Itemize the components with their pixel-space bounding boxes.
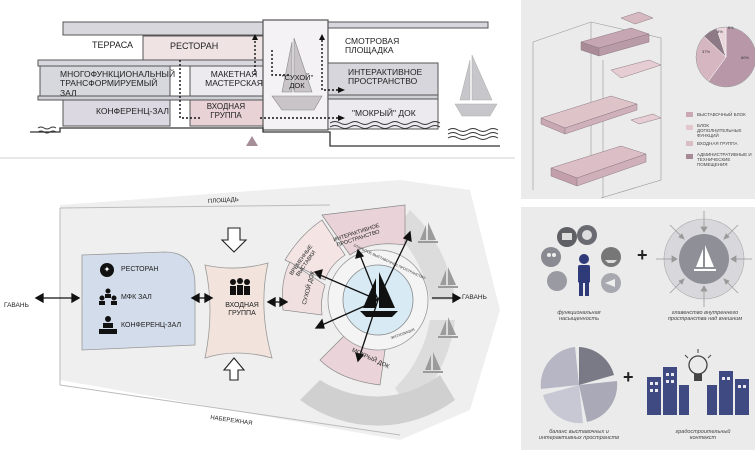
plan-drawing <box>34 180 500 440</box>
harbor-right-arrow <box>432 292 462 304</box>
concept-plus-2: + <box>623 367 634 387</box>
legend-label-1: ВЫСТАВОЧНЫЙ БЛОК <box>697 112 746 117</box>
roof-slab-right <box>327 21 489 29</box>
axon-slabs <box>540 11 662 187</box>
caption-main-space: главенство внутреннего пространства над … <box>667 310 743 323</box>
divider-left <box>0 157 515 159</box>
city-skyline-icon <box>647 349 749 415</box>
axon-panel: 60% 37% 8% 5% ВЫСТАВОЧНЫЙ БЛОК БЛОК ДОПО… <box>521 0 755 199</box>
sailboat-outside <box>454 54 498 117</box>
label-multi-hall: МНОГОФУНКЦИОНАЛЬНЫЙ ТРАНСФОРМИРУЕМЫЙ ЗАЛ <box>60 69 176 98</box>
person-icon <box>578 254 590 296</box>
caption-balance: баланс выставочных и интерактивных прост… <box>538 429 620 442</box>
plan-label-mfk-hall: МФК ЗАЛ <box>121 294 152 301</box>
legend-label-3: ВХОДНАЯ ГРУППА <box>697 141 738 146</box>
caption-urban: градостроительный контекст <box>675 429 731 442</box>
axon-drawing <box>532 11 662 199</box>
gray-sailboats <box>418 222 458 373</box>
plan-diagram: ✦ ПЛОЩАДЬ ГАВАНЬ ГАВАНЬ НАБЕРЕЖНАЯ РЕСТО… <box>0 160 515 450</box>
plan-label-entrance: ВХОДНАЯ ГРУППА <box>225 302 259 318</box>
radiating-arrows <box>313 230 412 363</box>
workshop-block <box>189 65 264 97</box>
label-model-workshop: МАКЕТНАЯ МАСТЕРСКАЯ <box>205 69 263 89</box>
entrance-ring-arrow <box>266 296 289 308</box>
interactive-block <box>327 62 439 96</box>
concept-panel: + функциональная насыщенность главенство… <box>521 207 755 450</box>
section-diagram: ТЕРРАСА РЕСТОРАН МНОГОФУНКЦИОНАЛЬНЫЙ ТРА… <box>0 0 515 150</box>
pie-label-8: 8% <box>717 29 723 34</box>
site-ground <box>60 180 500 440</box>
boat-icon <box>601 247 621 267</box>
roof-slab <box>62 21 264 36</box>
main-space-sailboat-icon <box>694 245 716 271</box>
sailboat-1-icon <box>418 222 438 243</box>
legend-swatch-3 <box>686 141 693 146</box>
label-terrace: ТЕРРАСА <box>92 40 134 50</box>
embankment-entry-arrow <box>222 357 246 381</box>
sailboat-3-icon <box>438 317 458 338</box>
label-conference-hall: КОНФЕРЕНЦ-ЗАЛ <box>96 106 169 116</box>
pie-label-37: 37% <box>702 49 711 54</box>
label-entrance-group: ВХОДНАЯ ГРУППА <box>206 102 246 120</box>
entrance-people-icon <box>228 278 252 296</box>
gray-arc-band <box>300 375 455 426</box>
ship-dry-dock <box>271 37 323 111</box>
plan-label-harbor-right: ГАВАНЬ <box>462 294 487 301</box>
block-entrance-arrow <box>190 292 214 304</box>
path-arrows <box>252 34 345 121</box>
dry-dock-segment <box>281 261 326 316</box>
central-sailboat-icon <box>360 272 398 317</box>
label-dry-dock: "СУХОЙ" ДОК <box>282 73 314 91</box>
legend-label-2: БЛОК ДОПОЛНИТЕЛЬНЫХ ФУНКЦИЙ <box>697 123 742 138</box>
outer-ring-seg-2 <box>395 320 455 410</box>
label-interactive-space: ИНТЕРАКТИВНОЕ ПРОСТРАНСТВО <box>348 67 423 87</box>
sailboat-2-icon <box>438 267 458 288</box>
plan-label-conference: КОНФЕРЕНЦ-ЗАЛ <box>121 322 182 329</box>
legend-swatch-4 <box>686 154 693 159</box>
ground-line <box>30 127 500 147</box>
balance-pie-chart <box>540 347 618 424</box>
embankment-line <box>59 384 401 436</box>
functional-icon-cluster <box>541 225 621 296</box>
wet-dock-water <box>329 121 441 129</box>
square-entry-arrow <box>220 227 248 253</box>
harbor-left-arrow <box>34 292 81 304</box>
label-restaurant: РЕСТОРАН <box>170 41 219 51</box>
mfk-hall-icon <box>98 288 118 306</box>
entrance-marker <box>246 136 258 146</box>
legend-label-4: АДМИНИСТРАТИВНЫЕ И ТЕХНИЧЕСКИЕ ПОМЕЩЕНИЯ <box>697 152 752 167</box>
label-viewing-platform: СМОТРОВАЯ ПЛОЩАДКА <box>345 36 400 56</box>
floor-slab-upper <box>37 59 264 67</box>
entrance-block-plan <box>204 262 273 359</box>
label-wet-dock: "МОКРЫЙ" ДОК <box>352 108 416 118</box>
handshake-icon <box>547 271 567 291</box>
conference-icon <box>98 315 118 335</box>
pie-label-5: 5% <box>728 25 734 30</box>
legend-swatch-2 <box>686 125 693 130</box>
circulation-path <box>179 40 340 119</box>
square-line <box>59 204 331 209</box>
restaurant-icon: ✦ <box>100 263 114 277</box>
main-space-diagram <box>656 211 752 307</box>
group-icon <box>541 247 561 267</box>
caption-functional: функциональная насыщенность <box>557 310 601 323</box>
plan-label-restaurant: РЕСТОРАН <box>121 266 159 273</box>
slab-right <box>327 94 439 100</box>
conference-block <box>62 99 171 127</box>
main-space-arrows <box>656 211 752 307</box>
pie-label-60: 60% <box>741 55 750 60</box>
legend-swatch-1 <box>686 112 693 117</box>
lightbulb-icon <box>684 349 712 381</box>
exhibitions-segment <box>284 219 346 281</box>
concept-plus-1: + <box>637 245 648 265</box>
right-water <box>447 128 499 140</box>
section-drawing <box>30 19 500 147</box>
axon-pie-chart <box>695 26 755 88</box>
multi-hall-block <box>39 65 171 97</box>
plan-label-harbor-left: ГАВАНЬ <box>4 302 29 309</box>
restaurant-block <box>142 35 264 62</box>
left-water <box>37 126 57 134</box>
sailboat-4-icon <box>423 352 443 373</box>
